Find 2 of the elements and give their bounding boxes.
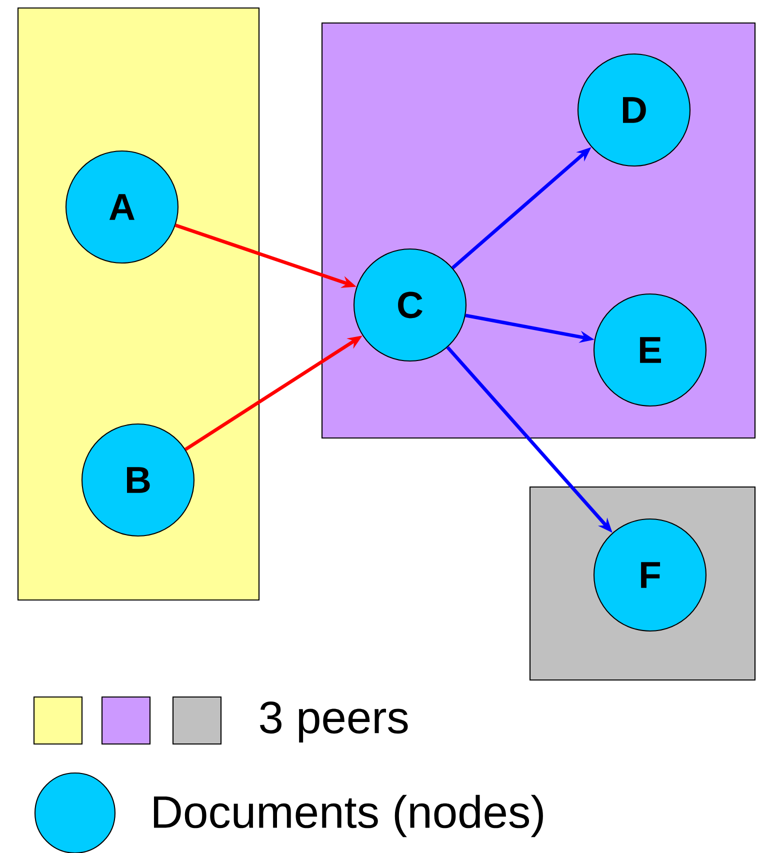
legend-text: 3 peers: [260, 701, 408, 743]
legend-text: Documents (nodes): [154, 794, 543, 838]
